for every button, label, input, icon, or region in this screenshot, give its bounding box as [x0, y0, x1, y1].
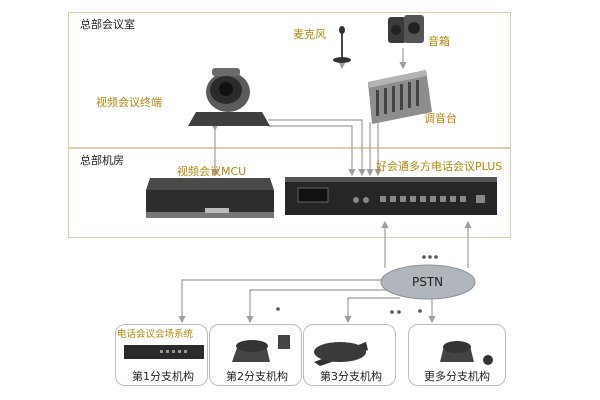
branch-label-3: 第3分支机构: [320, 370, 382, 383]
branch-label-2: 第2分支机构: [226, 370, 288, 383]
plus-device-label: 好会通多方电话会议PLUS: [376, 160, 503, 173]
speaker-label: 音箱: [428, 35, 450, 48]
video-terminal-label: 视频会议终端: [96, 96, 162, 109]
pstn-label: PSTN: [412, 275, 444, 289]
microphone-label: 麦克风: [293, 28, 326, 41]
machine-room-label: 总部机房: [80, 154, 124, 167]
mixer-label: 调音台: [424, 112, 457, 125]
mcu-label: 视频会议MCU: [177, 165, 247, 178]
meeting-room-zone: [68, 12, 511, 148]
venue-system-label: 电话会议会场系统: [117, 329, 194, 340]
branch-label-4: 更多分支机构: [424, 370, 490, 383]
meeting-room-label: 总部会议室: [80, 18, 135, 31]
branch-label-1: 第1分支机构: [132, 370, 194, 383]
machine-room-zone: [68, 148, 511, 238]
